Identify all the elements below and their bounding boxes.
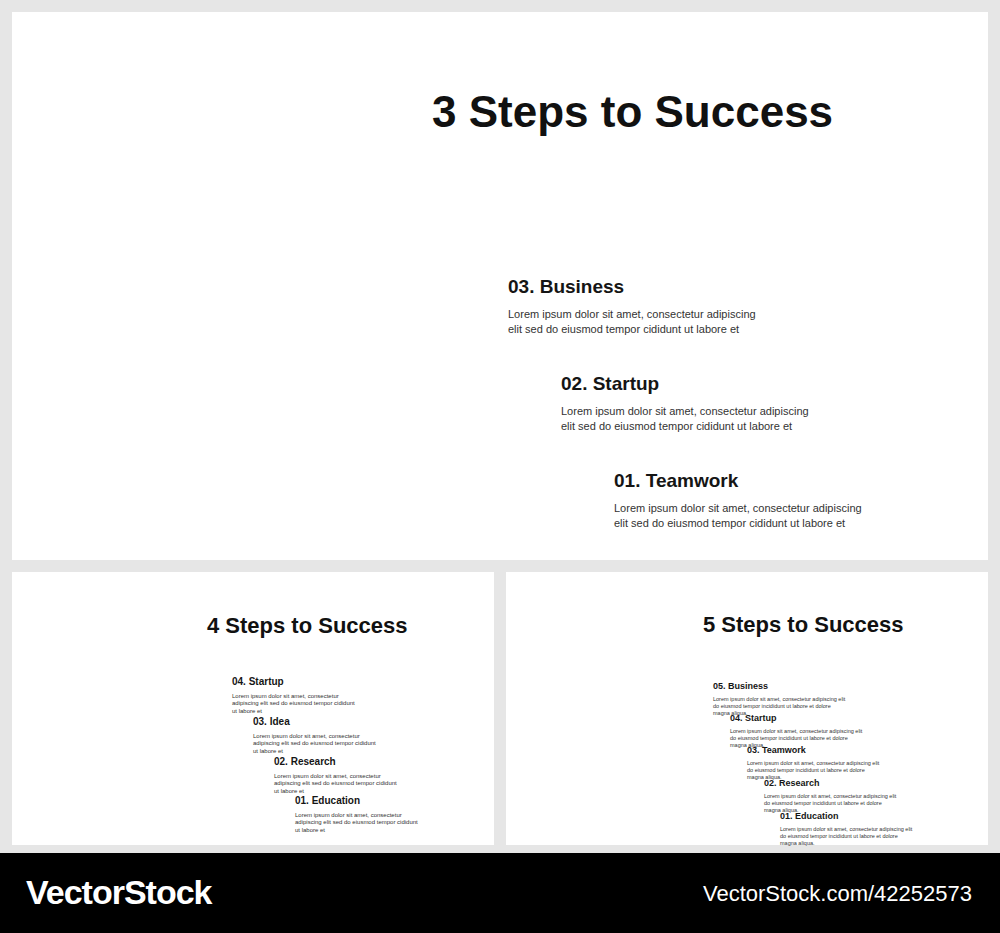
step-item: 01. EducationLorem ipsum dolor sit amet,… (780, 811, 916, 847)
step-item: 03. TeamworkLorem ipsum dolor sit amet, … (747, 745, 883, 781)
step-heading: 02. Startup (561, 373, 823, 396)
step-description: Lorem ipsum dolor sit amet, consectetur … (253, 733, 381, 756)
panel-title: 5 Steps to Success (703, 612, 904, 638)
panel-title: 4 Steps to Success (207, 613, 408, 639)
step-item: 02. ResearchLorem ipsum dolor sit amet, … (764, 778, 900, 814)
step-description: Lorem ipsum dolor sit amet, consectetur … (232, 693, 360, 716)
panel: 3 Steps to Success 03. BusinessLorem ipsu… (12, 12, 988, 560)
step-description: Lorem ipsum dolor sit amet, consectetur … (780, 826, 916, 847)
step-heading: 03. Teamwork (747, 745, 883, 756)
step-heading: 03. Idea (253, 716, 381, 728)
step-item: 03. BusinessLorem ipsum dolor sit amet, … (508, 276, 770, 336)
step-item: 01. TeamworkLorem ipsum dolor sit amet, … (614, 470, 876, 530)
step-description: Lorem ipsum dolor sit amet, consectetur … (561, 404, 823, 433)
step-heading: 02. Research (274, 756, 402, 768)
step-item: 02. ResearchLorem ipsum dolor sit amet, … (274, 756, 402, 796)
step-heading: 03. Business (508, 276, 770, 299)
step-description: Lorem ipsum dolor sit amet, consectetur … (274, 773, 402, 796)
watermark-url: VectorStock.com/42252573 (703, 881, 972, 907)
step-item: 03. IdeaLorem ipsum dolor sit amet, cons… (253, 716, 381, 756)
step-description: Lorem ipsum dolor sit amet, consectetur … (614, 501, 876, 530)
step-heading: 01. Education (780, 811, 916, 822)
step-heading: 02. Research (764, 778, 900, 789)
step-heading: 04. Startup (730, 713, 866, 724)
panel: 5 Steps to Success05. BusinessLorem ipsu… (506, 572, 988, 845)
panel-title: 3 Steps to Success (432, 86, 833, 139)
step-heading: 01. Education (295, 795, 423, 807)
footer-bar (0, 853, 1000, 933)
step-heading: 05. Business (713, 681, 849, 692)
step-description: Lorem ipsum dolor sit amet, consectetur … (508, 307, 770, 336)
panel: 4 Steps to Success 04. StartupLorem ipsum… (12, 572, 494, 845)
step-item: 01. EducationLorem ipsum dolor sit amet,… (295, 795, 423, 835)
step-item: 02. StartupLorem ipsum dolor sit amet, c… (561, 373, 823, 433)
step-item: 04. StartupLorem ipsum dolor sit amet, c… (730, 713, 866, 749)
step-description: Lorem ipsum dolor sit amet, consectetur … (295, 812, 423, 835)
step-item: 04. StartupLorem ipsum dolor sit amet, c… (232, 676, 360, 716)
watermark-logo: VectorStock (26, 872, 212, 913)
step-heading: 01. Teamwork (614, 470, 876, 493)
step-heading: 04. Startup (232, 676, 360, 688)
step-item: 05. BusinessLorem ipsum dolor sit amet, … (713, 681, 849, 717)
